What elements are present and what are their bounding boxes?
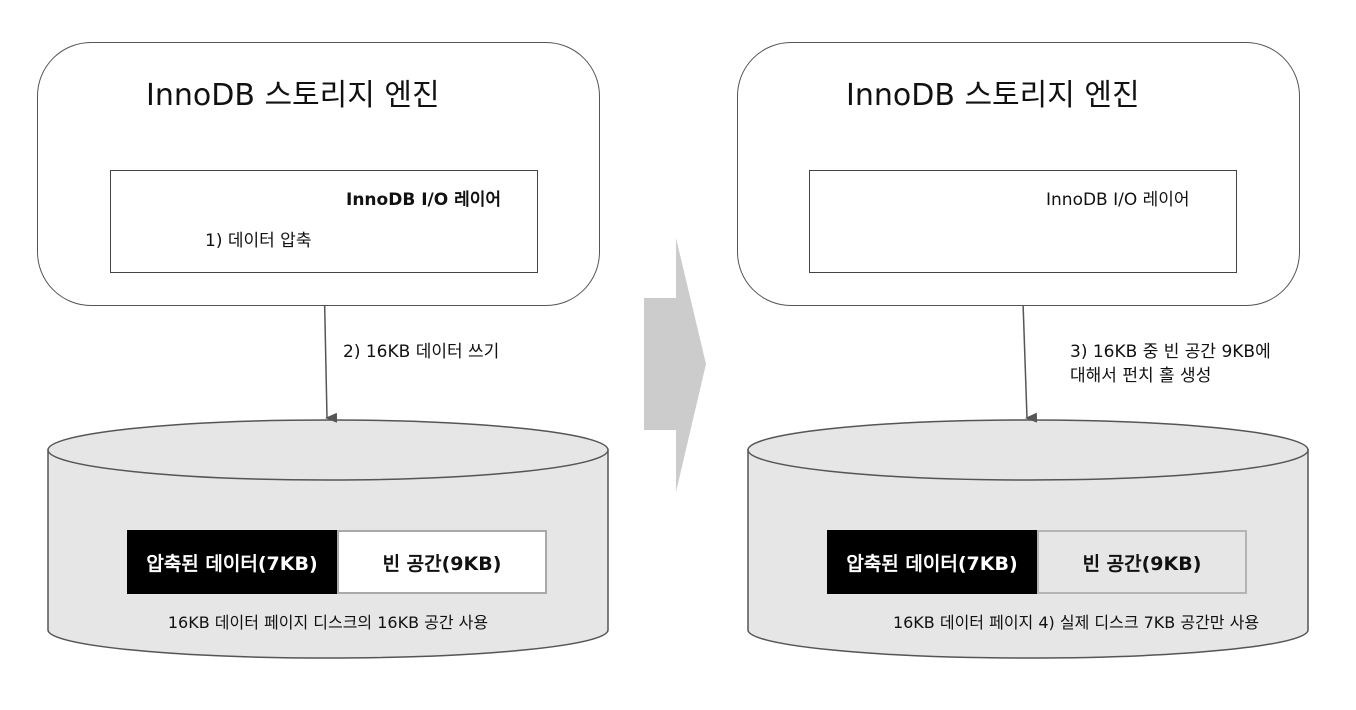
left-empty-segment: 빈 공간(9KB): [337, 530, 547, 594]
right-step3-line1: 3) 16KB 중 빈 공간 9KB에: [1070, 342, 1271, 362]
right-step3-line2: 대해서 펀치 홀 생성: [1070, 366, 1212, 386]
left-compressed-segment: 압축된 데이터(7KB): [127, 530, 337, 594]
right-engine-title: InnoDB 스토리지 엔진: [846, 78, 1140, 113]
right-compressed-segment: 압축된 데이터(7KB): [827, 530, 1037, 594]
transition-arrow-icon: [644, 238, 706, 492]
left-step2-label: 2) 16KB 데이터 쓰기: [343, 342, 500, 362]
right-step3-label: 3) 16KB 중 빈 공간 9KB에 대해서 펀치 홀 생성: [1070, 340, 1271, 388]
left-io-layer-label: InnoDB I/O 레이어: [346, 190, 502, 210]
right-empty-segment: 빈 공간(9KB): [1037, 530, 1247, 594]
right-io-layer-label: InnoDB I/O 레이어: [1046, 190, 1190, 210]
left-disk-caption: 16KB 데이터 페이지 디스크의 16KB 공간 사용: [167, 613, 489, 632]
left-engine-title: InnoDB 스토리지 엔진: [146, 78, 440, 113]
left-io-layer-box: [110, 170, 538, 273]
left-step1-label: 1) 데이터 압축: [205, 231, 312, 251]
right-io-layer-box: [809, 170, 1237, 273]
right-disk-caption: 16KB 데이터 페이지 4) 실제 디스크 7KB 공간만 사용: [892, 613, 1260, 632]
